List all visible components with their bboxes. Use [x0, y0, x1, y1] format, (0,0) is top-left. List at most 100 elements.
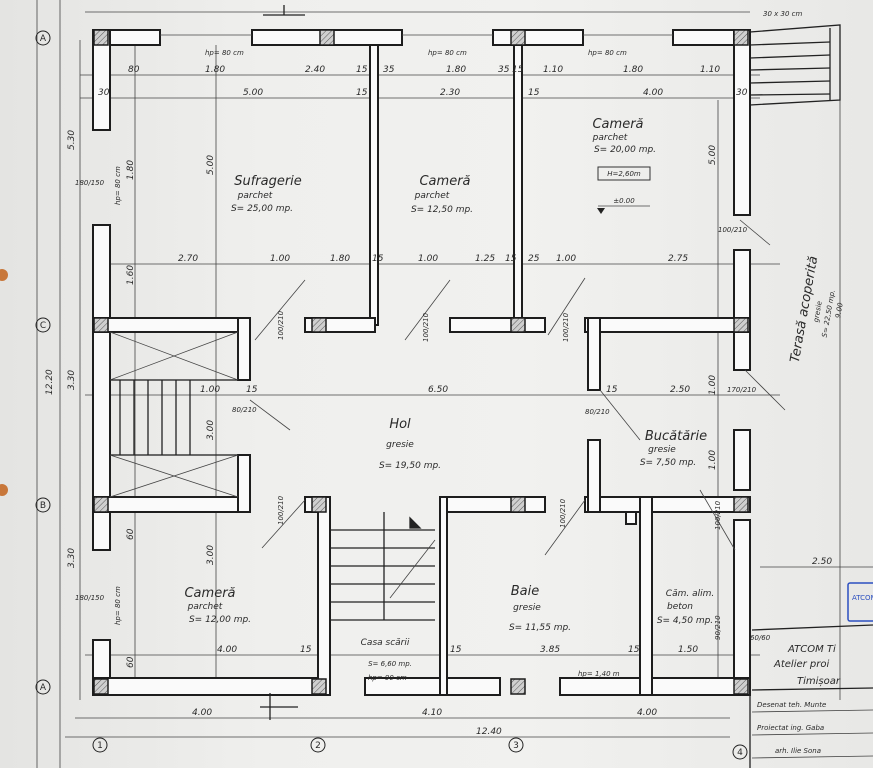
wall [439, 496, 448, 696]
dim-label: 2.50 [670, 385, 690, 395]
door-size: 100/210 [422, 312, 430, 342]
room-name: Sufragerie [234, 174, 302, 189]
dim-label: 3.30 [67, 548, 77, 568]
wall [733, 249, 751, 371]
window-sill-height: hp= 80 cm [114, 166, 122, 205]
room-finish: parchet [187, 602, 223, 612]
column [733, 29, 749, 46]
grid-axis-marker [92, 737, 108, 753]
room-area: S= 20,00 mp. [594, 145, 656, 155]
dim-label: 1.80 [623, 65, 643, 75]
stamp-text: ATCOM [852, 594, 873, 602]
room-name: Bucătărie [645, 429, 707, 444]
room-finish: gresie [386, 440, 414, 450]
firm-name: ATCOM Ti [787, 644, 836, 655]
dim-label: 35 [498, 65, 510, 75]
room-name: Cameră [592, 117, 643, 132]
window-sill-height: hp= 80 cm [114, 586, 122, 625]
room-area: S= 6,60 mp. [368, 660, 412, 668]
wall [369, 44, 379, 326]
grid-axis-marker [35, 30, 51, 46]
room-finish: beton [667, 602, 693, 612]
wall [584, 496, 751, 513]
column [733, 678, 749, 695]
wall [449, 317, 546, 333]
column [733, 317, 749, 333]
dim-label: 1.00 [418, 254, 438, 264]
dim-label: 2.75 [668, 254, 688, 264]
wall [92, 509, 111, 551]
firm-city: Timișoar [797, 676, 841, 687]
designed-by: Proiectat ing. Gaba [757, 724, 824, 732]
level-height-box [597, 166, 651, 181]
room-finish: gresie [648, 445, 676, 455]
dim-label: 1.50 [678, 645, 698, 655]
dim-label: 5.00 [206, 155, 216, 175]
level-height: H=2,60m [607, 170, 641, 178]
dim-label: 3.00 [206, 420, 216, 440]
column [311, 678, 327, 695]
dim-label: 30 [736, 88, 748, 98]
column [311, 317, 327, 333]
dim-label: 3.00 [206, 545, 216, 565]
room-area: S= 25,00 mp. [231, 204, 293, 214]
dim-label: 4.00 [192, 708, 212, 718]
column [733, 496, 749, 513]
dim-label: 1.00 [556, 254, 576, 264]
column [93, 678, 109, 695]
dim-label: 60 [126, 528, 136, 540]
window-size: 180/150 [75, 594, 105, 602]
dim-label: 4.00 [643, 88, 663, 98]
dim-label: 15 [246, 385, 258, 395]
door-size: 100/210 [562, 312, 570, 342]
column [93, 496, 109, 513]
wall [92, 677, 324, 696]
terrace-steps [749, 24, 841, 106]
room-name: Hol [389, 417, 411, 432]
dim-label: 1.10 [543, 65, 563, 75]
dim-label: 15 [300, 645, 312, 655]
stair-left [109, 331, 239, 498]
drawn-by: Desenat teh. Munte [757, 701, 826, 709]
wall [439, 496, 546, 513]
grid-axis-marker [35, 679, 51, 695]
wall [364, 677, 501, 696]
column [311, 496, 327, 513]
window-sill-height: hp= 90 cm [368, 674, 407, 682]
door-size: 80/210 [232, 406, 257, 414]
dim-label: 15 [356, 88, 368, 98]
dim-label: 15 [512, 65, 524, 75]
grid-col-label: 4 [737, 748, 743, 758]
column [510, 678, 526, 695]
door-tags: 100/210 100/210 100/210 100/210 100/210 … [75, 179, 771, 642]
grid-col-label: 3 [513, 741, 519, 751]
wall [237, 454, 251, 513]
level-marker-icon [597, 208, 605, 214]
room-finish: parchet [592, 133, 628, 143]
binder-hole [0, 484, 8, 496]
column [510, 29, 526, 46]
wall [733, 29, 751, 216]
grid-col-label: 1 [97, 741, 103, 751]
grid-row-label: B [40, 501, 46, 511]
room-area: S= 4,50 mp. [657, 616, 713, 626]
column [93, 29, 109, 46]
door-size: 170/210 [727, 386, 757, 394]
stair-cellar [330, 512, 436, 621]
dim-label: 60 [126, 656, 136, 668]
door-size: 100/210 [277, 495, 285, 525]
dim-label: 5.00 [243, 88, 263, 98]
window-sill-height: hp= 1,40 m [578, 670, 620, 678]
door-size: 100/210 [714, 500, 722, 530]
column [319, 29, 335, 46]
dim-label: 80 [128, 65, 140, 75]
dim-label: 5.00 [708, 145, 718, 165]
dim-label: 15 [505, 254, 517, 264]
dim-label: 2.40 [305, 65, 325, 75]
room-name: Baie [511, 584, 540, 599]
grid-axis-marker [35, 497, 51, 513]
room-finish: gresie [513, 603, 541, 613]
section-marks [260, 5, 305, 720]
level-elevation: ±0.00 [613, 197, 635, 205]
shaft [625, 511, 637, 525]
